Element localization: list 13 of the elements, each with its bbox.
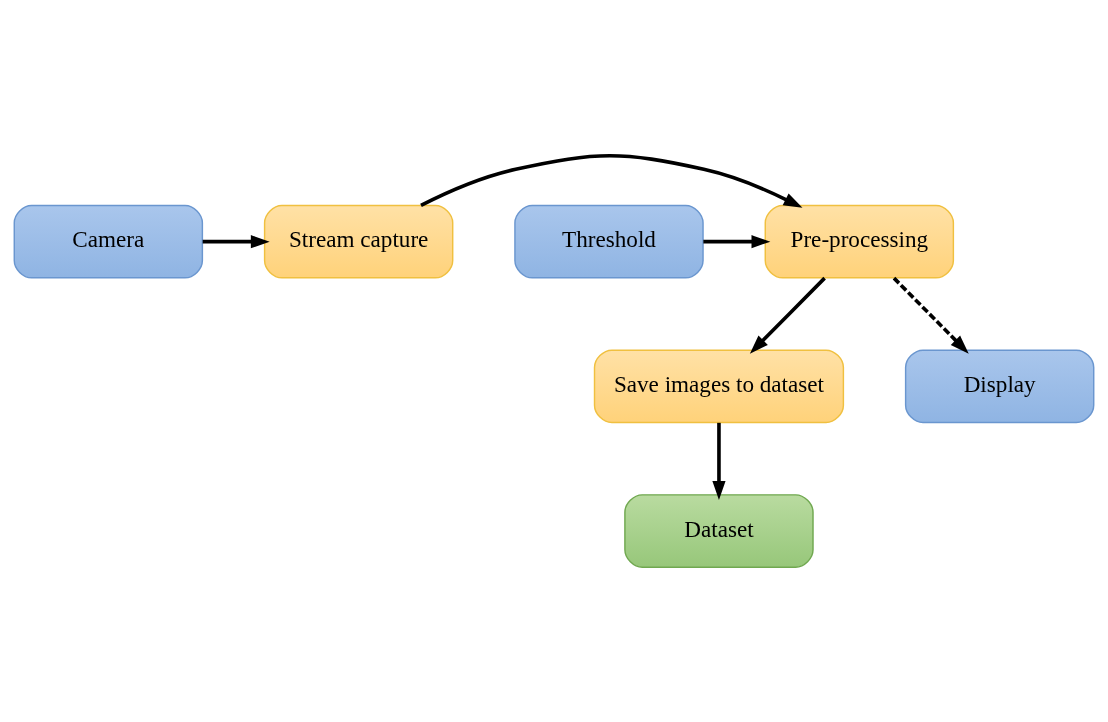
node-box: Display bbox=[904, 348, 1095, 423]
arrow bbox=[420, 153, 803, 208]
arrow bbox=[749, 276, 826, 354]
node-box: Pre-processing bbox=[764, 204, 955, 279]
node-box: Dataset bbox=[624, 493, 814, 568]
node-box: Stream capture bbox=[263, 204, 454, 279]
node-box: Threshold bbox=[514, 204, 704, 279]
arrow bbox=[202, 234, 270, 248]
arrow bbox=[712, 422, 726, 500]
node-box: Camera bbox=[13, 204, 204, 279]
arrow bbox=[892, 276, 969, 354]
arrow bbox=[703, 234, 771, 248]
node-box: Save images to dataset bbox=[593, 348, 845, 423]
